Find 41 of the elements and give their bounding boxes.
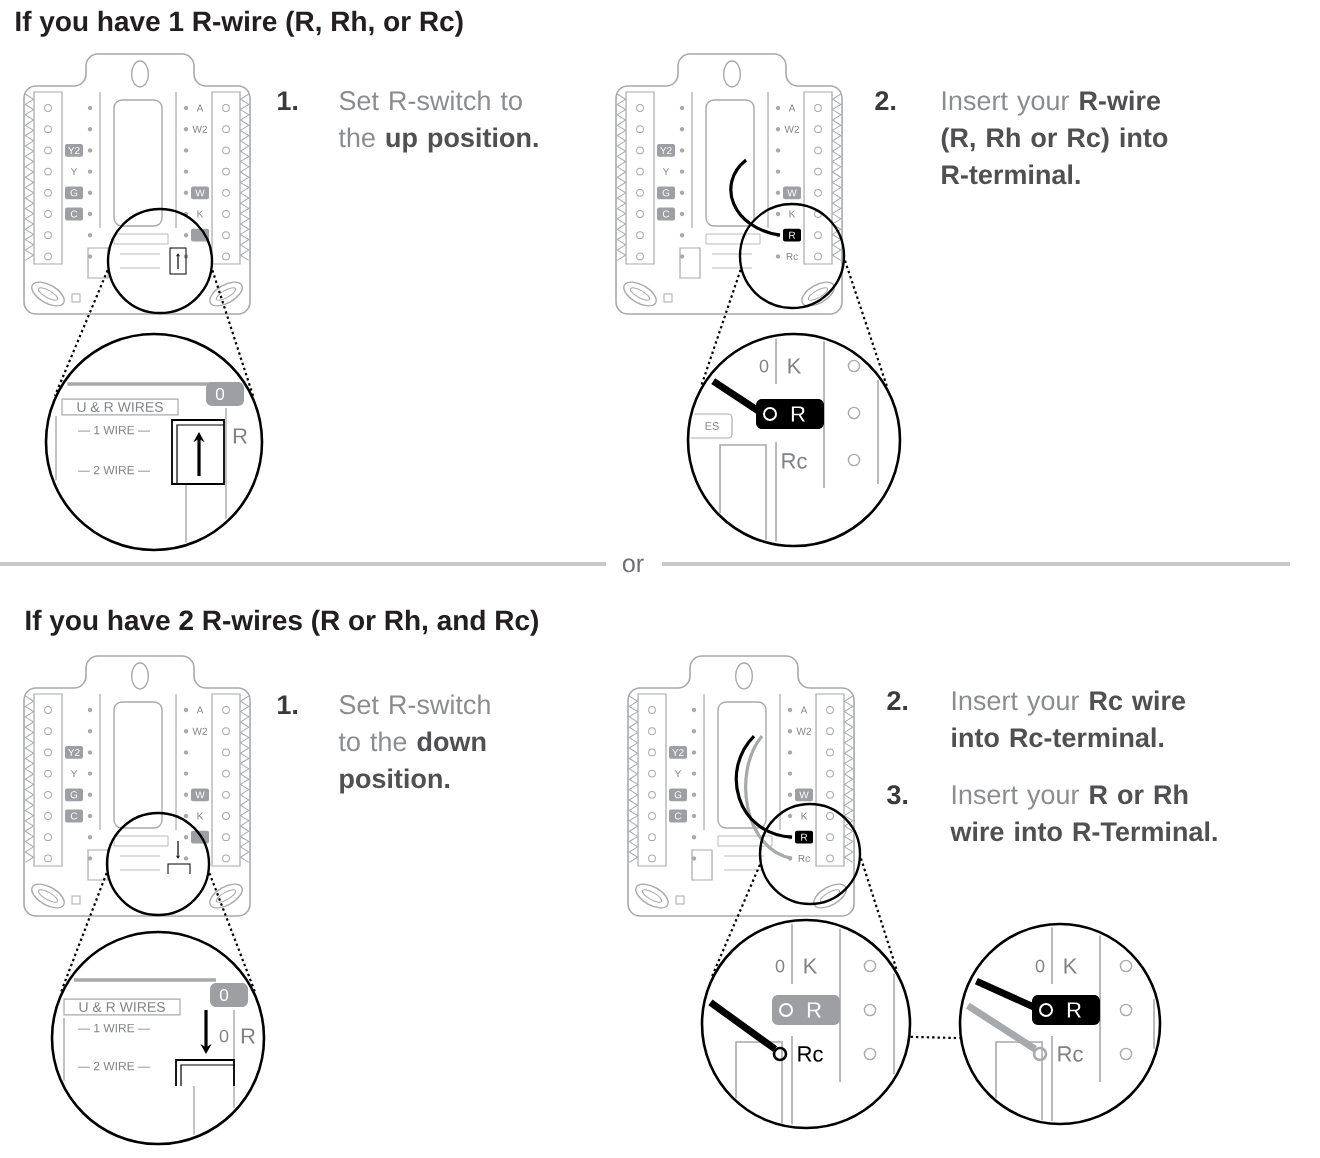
terminal-label: K xyxy=(788,358,802,374)
terminal-label: 0 xyxy=(219,1029,229,1043)
terminal-tag: R xyxy=(772,995,840,1025)
terminal-label: R xyxy=(233,428,247,444)
heading: If you have 1 R-wire (R, Rh, or Rc) xyxy=(16,10,463,37)
leader-line xyxy=(211,269,255,397)
magnifier-circle xyxy=(106,207,214,315)
terminal-label: K xyxy=(1064,958,1078,974)
step-number: 2. xyxy=(887,691,908,710)
terminal-label: K xyxy=(804,958,818,974)
leader-line xyxy=(710,864,761,979)
leader-line xyxy=(859,858,899,972)
terminal-label: Rc xyxy=(798,1046,823,1062)
terminal-tag: 0 xyxy=(206,382,244,406)
step-number: 1. xyxy=(278,695,298,714)
terminal-tag: R xyxy=(1032,995,1100,1025)
step-number: 1. xyxy=(278,91,298,110)
leader-line xyxy=(59,872,108,994)
instruction-text: Insert your Rc wire into Rc-terminal. xyxy=(952,690,1186,748)
magnifier-circle xyxy=(105,811,211,917)
leader-line xyxy=(208,872,257,994)
terminal-label: R xyxy=(241,1028,255,1044)
divider-label: or xyxy=(622,558,644,573)
terminal-label: 0 xyxy=(775,959,785,973)
terminal-label: Rc xyxy=(782,453,807,469)
instruction-text: Insert your R or Rh wire into R-Terminal. xyxy=(950,784,1217,842)
step-number: 2. xyxy=(875,91,896,110)
instruction-text: Set R-switch to the up position. xyxy=(338,90,538,153)
terminal-tag: R xyxy=(756,399,824,429)
instruction-text: Insert your R-wire (R, Rh or Rc) into R-terminal. xyxy=(941,90,1168,185)
terminal-label: Rc xyxy=(1058,1046,1083,1062)
leader-line xyxy=(843,260,888,387)
leader-line xyxy=(53,269,109,397)
terminal-label: 0 xyxy=(1035,959,1045,973)
heading: If you have 2 R-wires (R or Rh, and Rc) xyxy=(26,609,538,636)
step-number: 3. xyxy=(887,785,908,805)
leader-line xyxy=(910,1035,960,1040)
instruction-text: Set R-switch to the down position. xyxy=(338,694,490,794)
leader-line xyxy=(700,269,742,387)
terminal-label: 0 xyxy=(759,359,769,373)
terminal-tag: 0 xyxy=(210,983,248,1007)
